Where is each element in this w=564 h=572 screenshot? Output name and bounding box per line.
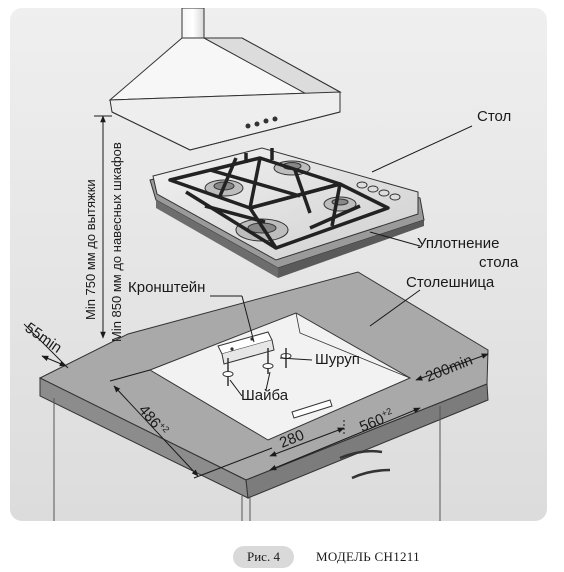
installation-diagram: Стол Уплотнение стола Столешница Кронште… [10, 8, 547, 521]
dimension-lines [23, 115, 489, 479]
label-cabinet-clearance: Min 850 мм до навесных шкафов [109, 142, 124, 342]
label-washer: Шайба [241, 387, 289, 404]
gas-hob [149, 147, 425, 278]
figure-caption: Рис. 4 МОДЕЛЬ CH1211 [233, 544, 420, 570]
model-name: МОДЕЛЬ CH1211 [315, 549, 420, 564]
dim-width-tolerance: +2 [380, 406, 393, 419]
label-screw: Шуруп [315, 351, 360, 368]
range-hood [108, 8, 342, 151]
label-hood-clearance: Min 750 мм до вытяжки [83, 179, 98, 320]
label-table: Стол [477, 108, 511, 125]
figure-number: Рис. 4 [233, 546, 294, 568]
label-seal-line2: стола [479, 254, 519, 271]
label-countertop: Столешница [406, 274, 495, 291]
label-seal-line1: Уплотнение [417, 235, 499, 252]
label-bracket: Кронштейн [128, 279, 205, 296]
